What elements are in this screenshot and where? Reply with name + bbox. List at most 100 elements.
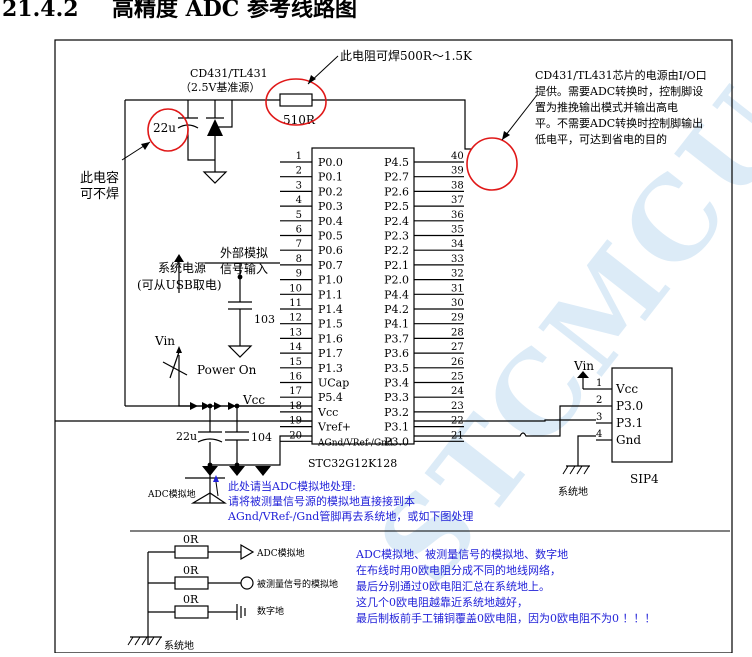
pin-label: P1.7 [318,347,343,360]
pin-number: 7 [296,239,302,250]
pin-label: P0.1 [318,171,343,184]
pin-number: 12 [289,313,302,324]
pin-label: P2.0 [384,274,409,287]
cap-104-label: 104 [251,431,272,444]
pin-number: 39 [451,166,464,177]
gnd-resistor [174,576,209,590]
gnd-resistor [174,545,209,559]
pin-label: P4.1 [384,318,409,331]
heading-number: 21.4.2 [2,0,79,22]
pin-label: P1.5 [318,318,343,331]
pin-number: 27 [451,342,464,353]
system-ground-label: 系统地 [164,639,194,652]
tl431-note: CD431/TL431芯片的电源由I/O口 提供。需要ADC转换时，控制脚设 置… [535,68,707,146]
ground-note-line: 这几个0欧电阻越靠近系统地越好， [356,595,528,609]
ground-note-line: 最后分别通过0欧电阻汇总在系统地上。 [356,579,550,593]
tl431-note-line: 平。不需要ADC转换时控制脚输出 [535,116,703,130]
pin-label: P1.0 [318,274,343,287]
pin-number: 13 [289,327,302,338]
pin-label: P3.0 [384,435,409,448]
pin-label: P0.7 [318,259,343,272]
ground-network: 0R 0R 0R ADC模拟地 被测量信号的模拟地 数字地 系统地 ADC模拟地… [127,533,656,652]
vcc-label: Vcc [242,393,265,407]
adc-gnd-label: ADC模拟地 [147,488,196,500]
ground-note-line: 最后制板前手工铺铜覆盖0欧电阻，因为0欧电阻不为0 ！！！ [356,611,656,625]
gnd-branch-label: ADC模拟地 [256,547,305,559]
blue-note-line: AGnd/VRef-/Gnd管脚再去系统地，或如下图处理 [227,509,473,523]
pin-number: 6 [296,225,302,236]
pin-label: P0.5 [318,230,343,243]
sip4-pin-number: 3 [596,412,602,423]
pin-label: P4.4 [384,288,409,301]
pin-number: 4 [296,195,302,206]
pin-label: P3.5 [384,362,409,375]
resistor-note: 此电阻可焊500R～1.5K [340,48,473,63]
pin-number: 17 [289,386,302,397]
gnd-resistor-value: 0R [183,593,199,606]
cap-22u-top-label: 22u [153,121,176,135]
blue-note-line: 请将被测量信号源的模拟地直接接到本 [228,494,415,508]
pin-number: 24 [451,386,464,397]
pin-label: P4.2 [384,303,409,316]
pin-number: 40 [451,151,464,162]
resistor-510r [279,93,313,107]
vin-label: Vin [154,334,175,348]
mcu-chip: 1 P0.0 2 P0.1 3 P0.2 4 P0.3 5 P0.4 6 P0.5 7 P0.6 8 P0.7… [280,147,464,470]
pin-number: 15 [289,357,302,368]
pin-label: P0.6 [318,244,343,257]
heading-title: 高精度 ADC 参考线路图 [112,0,357,22]
sip4-pin-number: 4 [596,429,602,440]
pin-number: 28 [451,327,464,338]
pin-number: 38 [451,180,464,191]
tl431-note-line: 提供。需要ADC转换时，控制脚设 [535,84,703,98]
pin-number: 35 [451,225,464,236]
pin-label: P3.4 [384,377,409,390]
sys-power-line1: 系统电源 [158,261,206,275]
pin-number: 11 [289,298,302,309]
pin-label: P1.1 [318,288,343,301]
pin-label: P3.6 [384,347,409,360]
pin-label: P2.2 [384,244,409,257]
ref-chip-desc: （2.5V基准源） [180,80,260,94]
ground-note-line: 在布线时用0欧电阻分成不同的地线网络， [356,563,561,577]
pin-label: P3.2 [384,406,409,419]
gnd-resistor [174,605,209,619]
pin-number: 16 [289,372,302,383]
tl431-note-line: CD431/TL431芯片的电源由I/O口 [535,68,707,82]
pin-number: 1 [296,151,302,162]
ext-analog-line2: 信号输入 [220,261,268,276]
pin-label: P1.6 [318,332,343,345]
pin-label: Vcc [317,406,338,419]
tl431-note-line: 置为推挽输出模式并输出高电 [535,100,678,114]
pin-number: 8 [296,254,302,265]
sip4-pin-number: 2 [596,395,602,406]
cap-note-line1: 此电容 [80,170,119,186]
pin-label: P2.3 [384,230,409,243]
pin-label: AGnd/VRef-/Gnd [317,438,393,448]
pin-number: 23 [451,401,464,412]
pin-number: 31 [451,283,464,294]
pin-label: P0.3 [318,200,343,213]
pin-label: P0.4 [318,215,343,228]
pin-label: P5.4 [318,391,343,404]
gnd-branch-label: 被测量信号的模拟地 [257,578,338,590]
pin-number: 32 [451,269,464,280]
pin-label: P3.7 [384,332,409,345]
ground-notes: ADC模拟地、被测量信号的模拟地、数字地 在布线时用0欧电阻分成不同的地线网络，… [355,547,656,625]
sip4-pin-label: P3.1 [616,416,643,430]
gnd-resistor-value: 0R [183,564,199,577]
pin-number: 2 [296,166,302,177]
tl431-note-line: 低电平，可达到省电的目的 [535,132,667,146]
pin-label: P0.0 [318,156,343,169]
pin-label: P3.3 [384,391,409,404]
pin-number: 5 [296,210,302,221]
pin-label: P1.4 [318,303,343,316]
reference-section: 510R CD431/TL431 （2.5V基准源） 22u 此电阻可焊500R… [80,48,707,407]
pin-number: 3 [296,180,302,191]
pin-label: P2.4 [384,215,409,228]
pin-label: P0.2 [318,185,343,198]
sip4-pin-label: P3.0 [616,399,643,413]
pin-label: P2.7 [384,171,409,184]
